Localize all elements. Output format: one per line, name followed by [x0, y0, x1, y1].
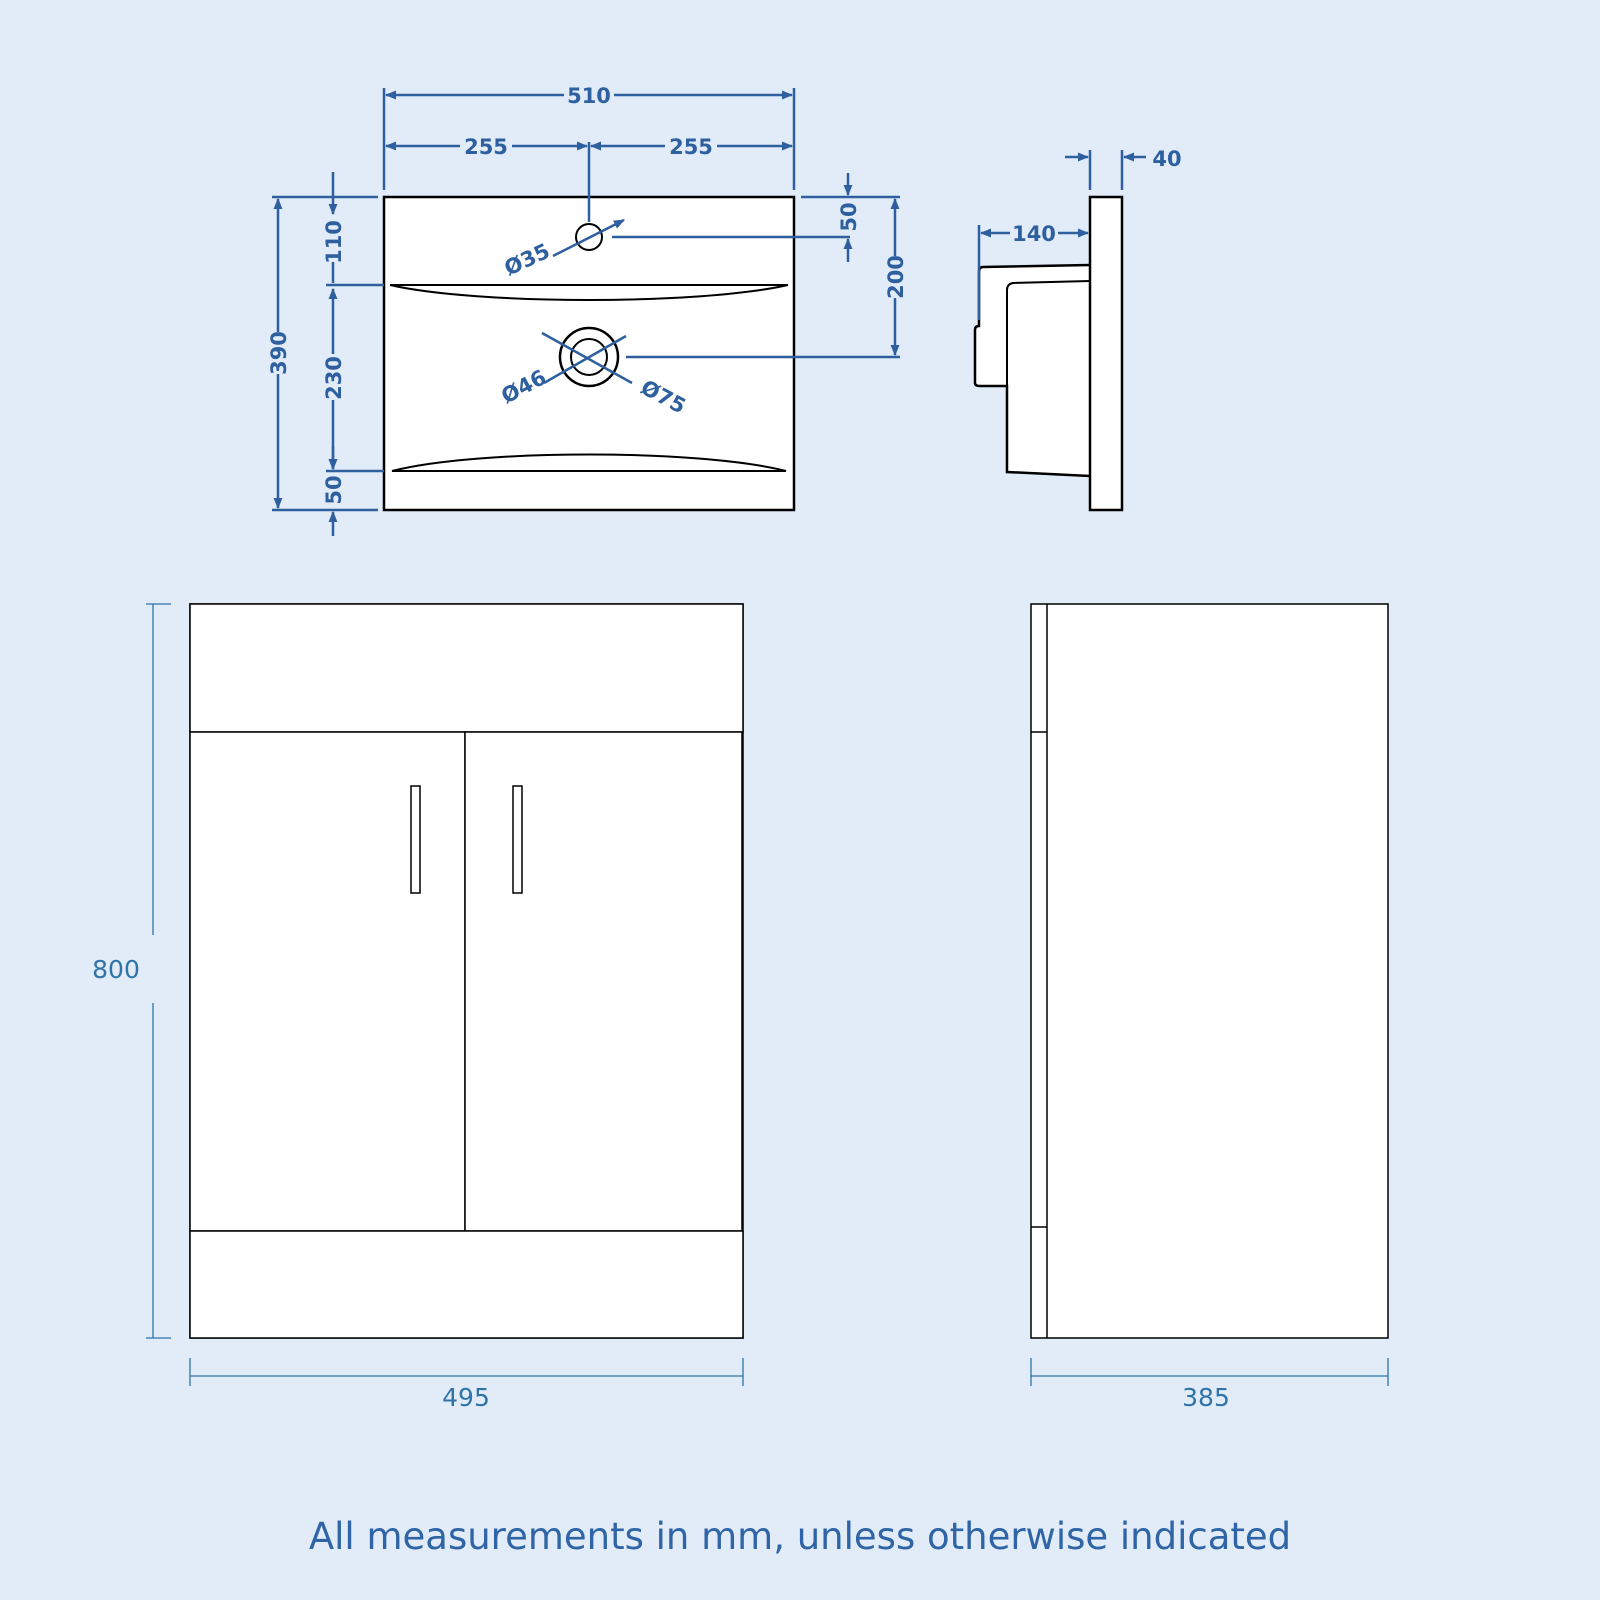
- dim-cabinet-height: 800: [92, 955, 140, 984]
- dim-tap-offset: 50: [837, 202, 861, 231]
- dim-cabinet-depth: 385: [1182, 1383, 1230, 1412]
- dim-front-edge: 50: [322, 475, 346, 504]
- dim-to-drain-line: 110: [322, 220, 346, 264]
- cabinet-side-labels: 385: [1182, 1383, 1230, 1412]
- cabinet-right-door: [464, 731, 743, 1232]
- cabinet-front-labels: 800 495: [86, 948, 490, 1412]
- cabinet-side-view: [1030, 603, 1389, 1339]
- dim-total-width: 510: [567, 84, 611, 108]
- basin-side-labels: 40 140: [1012, 147, 1182, 246]
- waste-inner: [570, 338, 608, 376]
- dim-cabinet-width: 495: [442, 1383, 490, 1412]
- right-door-handle: [512, 785, 523, 894]
- basin-back-rim: [389, 284, 789, 301]
- dim-bowl-depth: 230: [322, 356, 346, 400]
- dim-basin-thickness: 40: [1152, 147, 1181, 171]
- basin-front-rim: [391, 453, 787, 472]
- basin-side-view: [973, 195, 1124, 512]
- measurement-note: All measurements in mm, unless otherwise…: [309, 1515, 1291, 1558]
- dim-total-depth: 390: [267, 331, 291, 375]
- cabinet-top-panel: [189, 603, 744, 733]
- basin-top-view: [382, 195, 796, 512]
- dim-basin-projection: 140: [1012, 222, 1056, 246]
- cabinet-left-door: [189, 731, 466, 1232]
- cabinet-front-dimensions: [146, 603, 744, 1386]
- cabinet-plinth: [189, 1230, 744, 1339]
- dim-half-right: 255: [669, 135, 713, 159]
- cabinet-side-body: [1030, 603, 1389, 1339]
- basin-side-back-plate: [1088, 195, 1124, 512]
- basin-top-dimensions: [272, 88, 900, 536]
- dim-half-left: 255: [464, 135, 508, 159]
- left-door-handle: [410, 785, 421, 894]
- cabinet-side-dimensions: [1030, 1358, 1389, 1386]
- basin-side-dimensions: [977, 150, 1146, 320]
- dim-waste-offset: 200: [884, 255, 908, 299]
- cabinet-front-view: [189, 603, 744, 1339]
